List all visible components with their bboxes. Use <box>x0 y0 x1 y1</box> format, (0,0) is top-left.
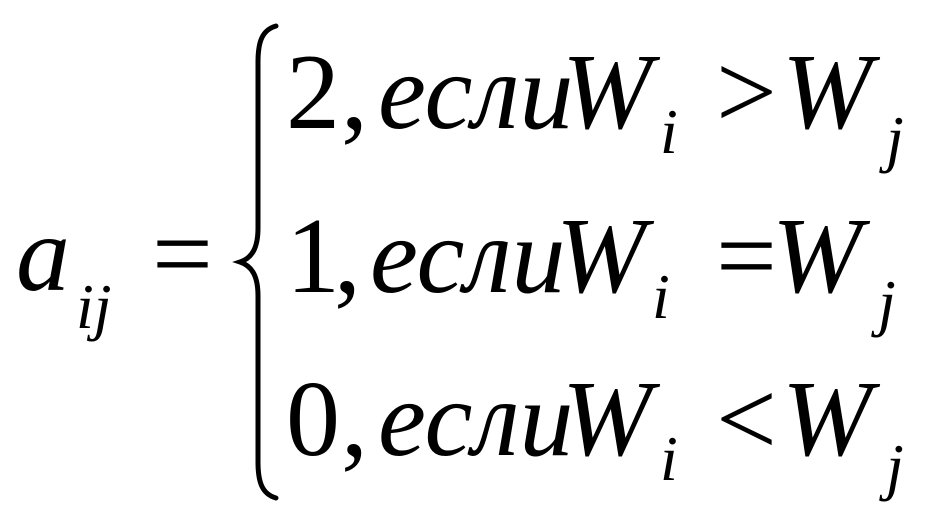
case-value: 1 <box>286 197 340 316</box>
case-comma: , <box>334 197 361 316</box>
case-comma: , <box>341 33 368 152</box>
case-left-var: W <box>556 197 655 316</box>
case-operator: > <box>716 33 777 152</box>
case-right-sub: j <box>871 267 896 338</box>
case-left-sub: i <box>660 96 678 167</box>
case-row-1: 2 , если W i > W j <box>286 33 904 174</box>
lhs-equals: = <box>152 195 213 314</box>
case-right-sub: j <box>879 103 904 174</box>
case-comma: , <box>341 360 368 479</box>
case-condition-word: если <box>378 33 574 152</box>
case-left-var: W <box>562 360 661 479</box>
formula-lhs: a ij = <box>16 195 213 342</box>
case-row-3: 0 , если W i < W j <box>286 360 904 502</box>
case-left-var: W <box>562 33 661 152</box>
case-operator: = <box>716 197 777 316</box>
case-right-sub: j <box>879 431 904 502</box>
case-condition-word: если <box>378 360 574 479</box>
case-row-2: 1 , если W i = W j <box>286 197 896 338</box>
case-left-sub: i <box>652 261 670 332</box>
case-value: 0 <box>286 360 340 479</box>
case-right-var: W <box>772 197 871 316</box>
case-right-var: W <box>782 360 881 479</box>
left-brace <box>232 23 279 501</box>
case-condition-word: если <box>370 197 566 316</box>
lhs-subscript: ij <box>76 271 112 342</box>
case-left-sub: i <box>660 423 678 494</box>
case-right-var: W <box>782 33 881 152</box>
lhs-symbol: a <box>16 195 70 314</box>
case-operator: < <box>716 360 777 479</box>
case-value: 2 <box>286 33 340 152</box>
